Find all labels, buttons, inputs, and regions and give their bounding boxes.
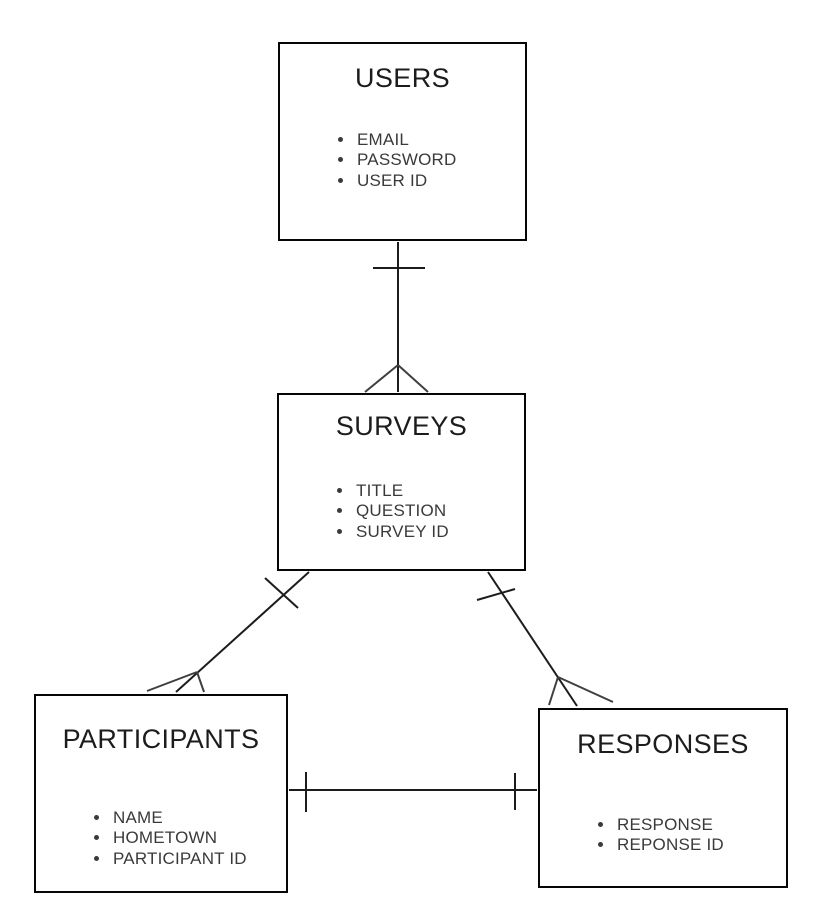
attribute-item: REPONSE ID xyxy=(615,835,786,856)
entity-title: SURVEYS xyxy=(335,411,468,441)
entity-attribute-list: EMAILPASSWORDUSER ID xyxy=(280,130,525,192)
attribute-item: HOMETOWN xyxy=(111,828,286,849)
attribute-item: PASSWORD xyxy=(355,150,525,171)
entity-users[interactable]: USERS EMAILPASSWORDUSER ID xyxy=(278,42,527,241)
attribute-item: NAME xyxy=(111,808,286,829)
crow-foot-many-icon xyxy=(196,671,205,693)
attribute-item: SURVEY ID xyxy=(354,522,524,543)
entity-responses[interactable]: RESPONSES RESPONSEREPONSE ID xyxy=(538,708,788,888)
attribute-item: QUESTION xyxy=(354,501,524,522)
entity-title: USERS xyxy=(354,63,451,93)
entity-participants[interactable]: PARTICIPANTS NAMEHOMETOWNPARTICIPANT ID xyxy=(34,694,288,893)
entity-title: PARTICIPANTS xyxy=(62,724,260,754)
relationship-line xyxy=(487,571,578,707)
connector-surveys-participants xyxy=(146,571,310,693)
crow-foot-many-icon xyxy=(364,364,399,393)
one-tick-icon xyxy=(264,577,299,609)
connector-users-surveys xyxy=(364,242,429,393)
entity-surveys[interactable]: SURVEYS TITLEQUESTIONSURVEY ID xyxy=(277,393,526,571)
attribute-item: PARTICIPANT ID xyxy=(111,849,286,870)
attribute-item: USER ID xyxy=(355,171,525,192)
connector-participants-responses xyxy=(289,772,537,812)
relationship-line xyxy=(175,571,310,693)
entity-attribute-list: NAMEHOMETOWNPARTICIPANT ID xyxy=(36,808,286,870)
crow-foot-many-icon xyxy=(397,364,429,393)
connector-surveys-responses xyxy=(476,571,614,707)
entity-title: RESPONSES xyxy=(577,729,749,759)
crow-foot-many-icon xyxy=(557,676,614,703)
crow-foot-many-icon xyxy=(548,676,559,706)
attribute-item: EMAIL xyxy=(355,130,525,151)
entity-attribute-list: RESPONSEREPONSE ID xyxy=(540,815,786,856)
crow-foot-many-icon xyxy=(146,671,198,692)
attribute-item: RESPONSE xyxy=(615,815,786,836)
entity-attribute-list: TITLEQUESTIONSURVEY ID xyxy=(279,481,524,543)
one-tick-icon xyxy=(476,588,516,601)
attribute-item: TITLE xyxy=(354,481,524,502)
